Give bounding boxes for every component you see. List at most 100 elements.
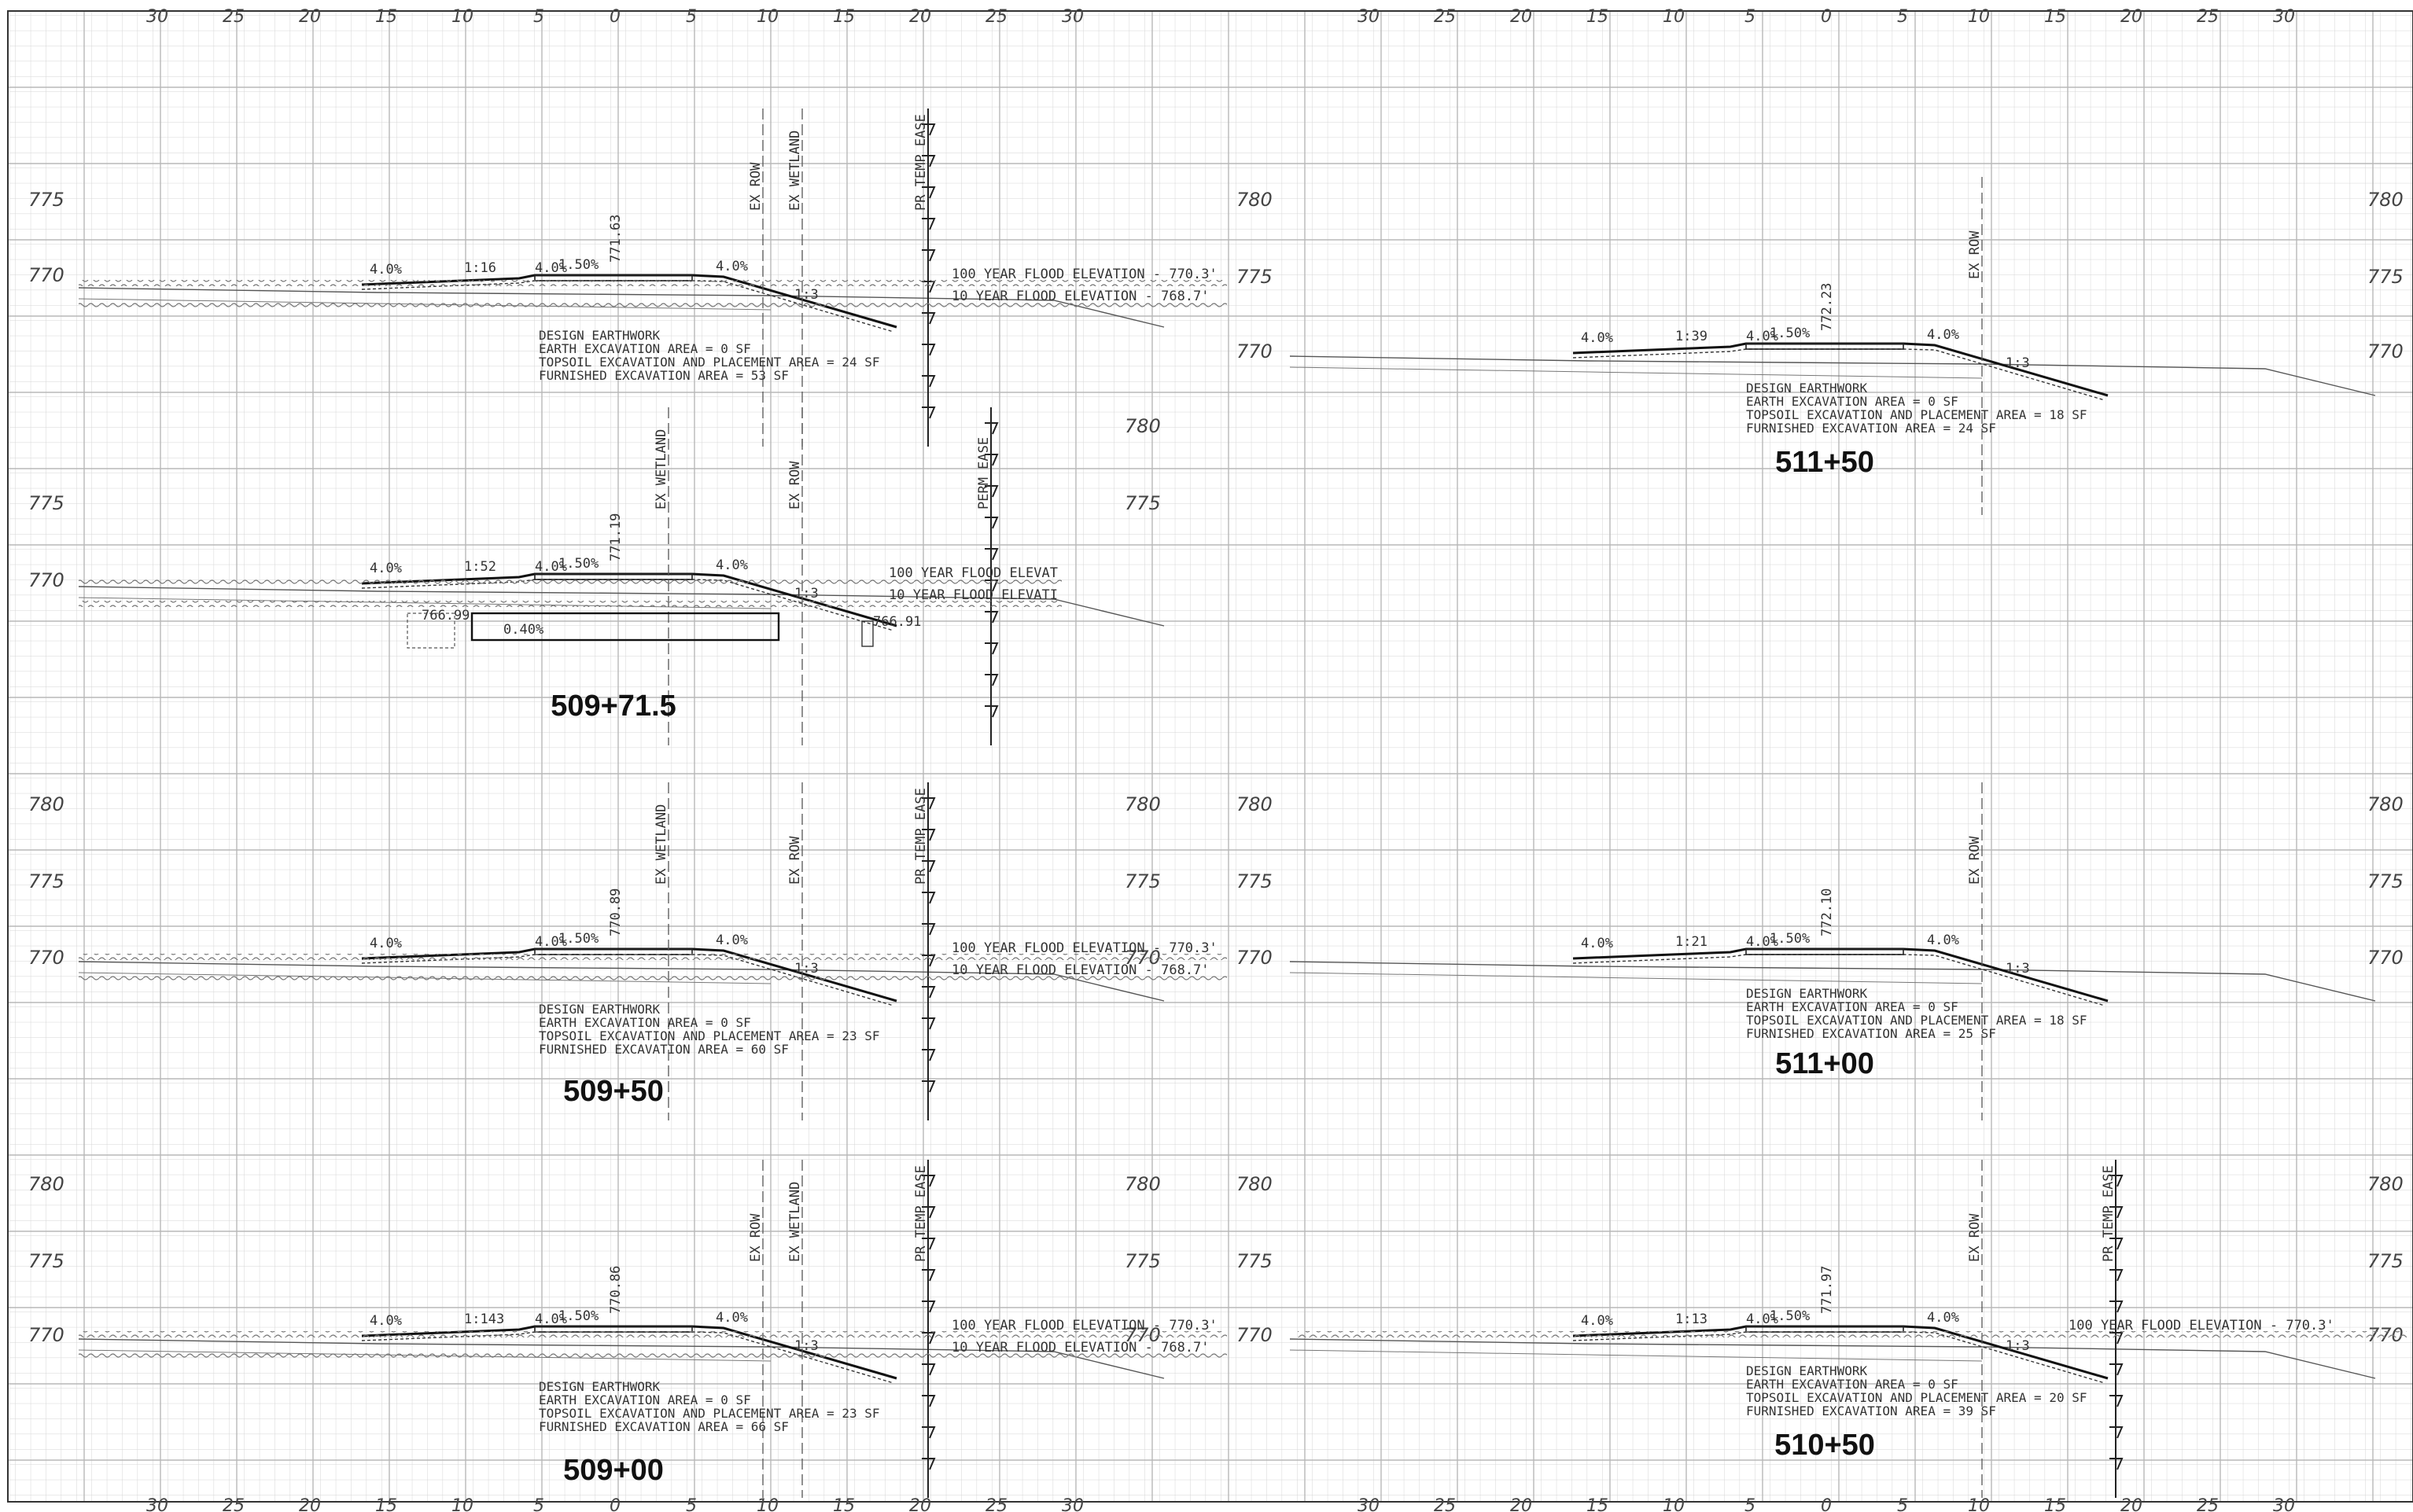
flood-elevation-line xyxy=(79,302,1227,308)
easement-hatch xyxy=(922,407,936,419)
earthwork-note: DESIGN EARTHWORK xyxy=(1746,381,1867,395)
easement-hatch xyxy=(985,454,999,466)
vertical-label: EX WETLAND xyxy=(654,429,669,510)
grade-label: 4.0% xyxy=(370,936,402,951)
elevation-tick-right: 770 xyxy=(2367,947,2404,969)
grade-label: 1.50% xyxy=(1770,326,1810,341)
easement-hatch xyxy=(922,986,936,999)
elevation-tick-right: 775 xyxy=(1125,870,1161,892)
flood-elevation-label: 10 YEAR FLOOD ELEVATI xyxy=(889,587,1058,603)
easement-hatch xyxy=(922,1080,936,1093)
existing-ground-line xyxy=(1289,355,2376,396)
vertical-label: EX ROW xyxy=(748,162,764,211)
easement-hatch xyxy=(985,485,999,498)
easement-hatch xyxy=(922,1017,936,1030)
grade-label: 1.50% xyxy=(558,1308,599,1324)
elevation-tick-right: 775 xyxy=(2367,870,2404,892)
elevation-tick-left: 780 xyxy=(1236,793,1273,815)
offset-tick-label: 30 xyxy=(146,1496,168,1512)
offset-tick-label: 15 xyxy=(833,1496,855,1512)
flood-elevation-label: 100 YEAR FLOOD ELEVATION - 770.3' xyxy=(2069,1318,2334,1334)
offset-tick-label: 0 xyxy=(1821,7,1832,27)
existing-ground-line-2 xyxy=(1289,1349,1983,1362)
earthwork-note: TOPSOIL EXCAVATION AND PLACEMENT AREA = … xyxy=(1746,407,2087,422)
earthwork-note: DESIGN EARTHWORK xyxy=(1746,986,1867,1001)
vertical-label: PR TEMP EASE xyxy=(913,114,929,211)
vertical-label: EX ROW xyxy=(1967,1213,1983,1262)
flood-elevation-line xyxy=(79,601,1062,607)
vertical-label: PERM EASE xyxy=(976,437,992,510)
offset-tick-label: 25 xyxy=(223,7,245,27)
vertical-label: EX WETLAND xyxy=(654,804,669,885)
offset-tick-label: 30 xyxy=(1062,7,1084,27)
offset-tick-label: 20 xyxy=(299,1496,321,1512)
easement-hatch xyxy=(922,1395,936,1407)
elevation-tick-right: 775 xyxy=(1125,492,1161,514)
easement-hatch xyxy=(922,249,936,262)
grade-label: 1:3 xyxy=(794,586,819,601)
earthwork-note: TOPSOIL EXCAVATION AND PLACEMENT AREA = … xyxy=(539,1406,879,1421)
offset-tick-label: 5 xyxy=(1897,7,1908,27)
grade-label: 4.0% xyxy=(1581,330,1613,346)
headwall-right xyxy=(861,620,874,647)
elevation-tick-left: 775 xyxy=(1236,266,1273,288)
centerline-elevation: 770.86 xyxy=(608,1266,624,1314)
offset-tick-label: 0 xyxy=(610,7,621,27)
grade-label: 1.50% xyxy=(1770,931,1810,947)
grade-label: 1.50% xyxy=(558,257,599,273)
offset-tick-label: 30 xyxy=(1358,7,1380,27)
grade-label: 1:3 xyxy=(794,287,819,303)
existing-ground-line xyxy=(78,961,1165,1002)
easement-hatch xyxy=(2109,1300,2124,1313)
earthwork-note: FURNISHED EXCAVATION AREA = 39 SF xyxy=(1746,1403,1996,1418)
easement-hatch xyxy=(2109,1458,2124,1470)
earthwork-note: TOPSOIL EXCAVATION AND PLACEMENT AREA = … xyxy=(539,1028,879,1043)
grade-label: 4.0% xyxy=(1927,327,1959,343)
easement-hatch xyxy=(2109,1238,2124,1250)
grade-label: 4.0% xyxy=(370,262,402,278)
offset-tick-label: 15 xyxy=(375,7,397,27)
flood-elevation-label: 100 YEAR FLOOD ELEVATION - 770.3' xyxy=(952,267,1218,282)
offset-tick-label: 5 xyxy=(533,1496,544,1512)
easement-hatch xyxy=(922,1238,936,1250)
easement-hatch xyxy=(922,312,936,325)
offset-tick-label: 10 xyxy=(451,1496,473,1512)
offset-tick-label: 10 xyxy=(757,1496,779,1512)
offset-tick-label: 15 xyxy=(375,1496,397,1512)
easement-hatch xyxy=(922,1458,936,1470)
grade-label: 1:3 xyxy=(794,961,819,977)
offset-tick-label: 25 xyxy=(985,1496,1008,1512)
grade-label: 4.0% xyxy=(716,1310,748,1326)
earthwork-note: DESIGN EARTHWORK xyxy=(539,1379,660,1394)
elevation-tick-right: 780 xyxy=(1125,793,1161,815)
elevation-tick-right: 770 xyxy=(2367,340,2404,362)
grade-label: 1:3 xyxy=(2006,1338,2030,1354)
sections-layer: 7807757707807757704.0%1:1434.0%1.50%4.0%… xyxy=(28,109,2407,1498)
elevation-tick-right: 780 xyxy=(2367,1173,2404,1195)
flood-elevation-line xyxy=(79,954,1227,960)
vertical-label: EX ROW xyxy=(787,836,803,885)
grade-label: 4.0% xyxy=(1927,1310,1959,1326)
elevation-tick-left: 780 xyxy=(28,793,64,815)
offset-tick-label: 30 xyxy=(2273,7,2295,27)
grade-label: 4.0% xyxy=(716,933,748,948)
earthwork-note: EARTH EXCAVATION AREA = 0 SF xyxy=(1746,1377,1958,1392)
offset-tick-label: 20 xyxy=(909,7,931,27)
elevation-tick-right: 780 xyxy=(1125,415,1161,437)
offset-tick-label: 0 xyxy=(1821,1496,1832,1512)
offset-tick-label: 5 xyxy=(686,7,697,27)
earthwork-note: DESIGN EARTHWORK xyxy=(539,328,660,343)
elevation-tick-left: 770 xyxy=(1236,340,1273,362)
easement-hatch xyxy=(985,517,999,529)
subgrade-line xyxy=(1572,1331,2105,1384)
elevation-tick-right: 780 xyxy=(2367,189,2404,211)
offset-tick-label: 10 xyxy=(757,7,779,27)
easement-hatch xyxy=(922,1300,936,1313)
earthwork-note: FURNISHED EXCAVATION AREA = 25 SF xyxy=(1746,1026,1996,1041)
earthwork-note: FURNISHED EXCAVATION AREA = 24 SF xyxy=(1746,421,1996,436)
grade-label: 1:3 xyxy=(2006,961,2030,977)
grade-label: 1:21 xyxy=(1675,934,1708,950)
flood-elevation-label: 100 YEAR FLOOD ELEVATION - 770.3' xyxy=(952,940,1218,956)
